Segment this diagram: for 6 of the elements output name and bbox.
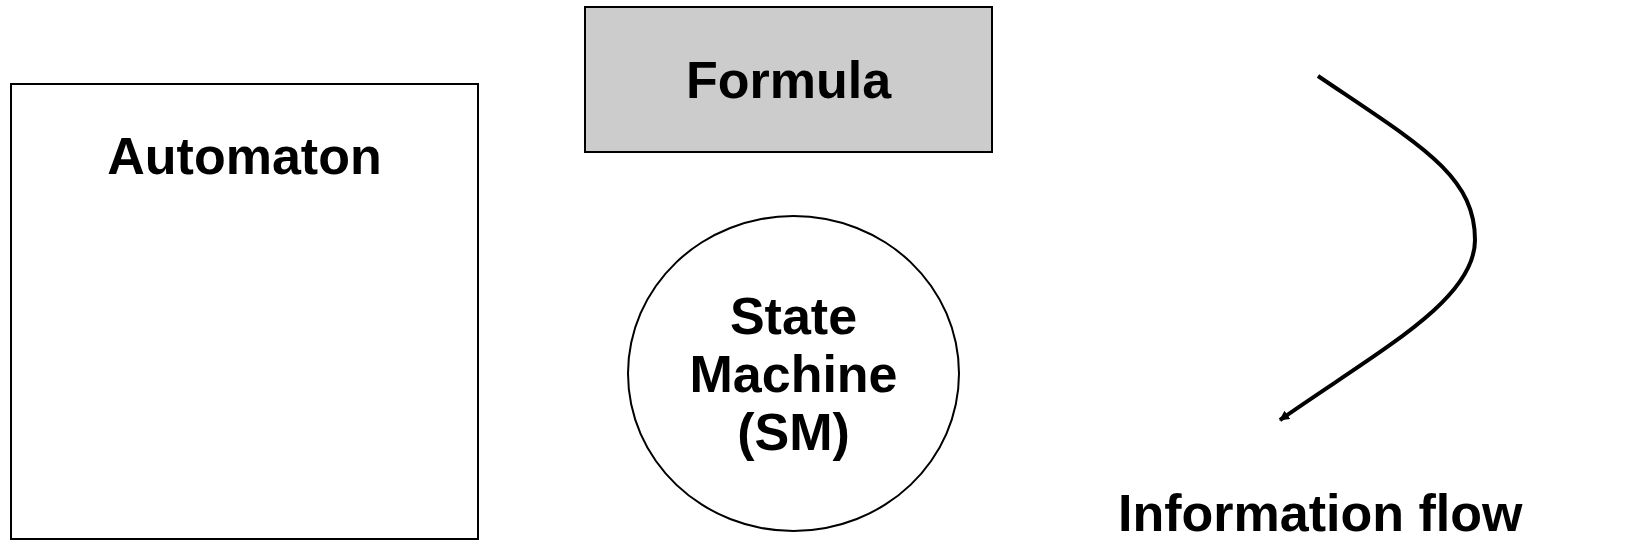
caption-label: Information flow — [1118, 484, 1523, 542]
formula-box — [584, 6, 993, 153]
node-label: State Machine (SM) — [688, 286, 899, 461]
node-label: Formula — [685, 50, 892, 109]
node-label: Automaton — [107, 127, 382, 187]
automaton-box — [10, 83, 479, 540]
